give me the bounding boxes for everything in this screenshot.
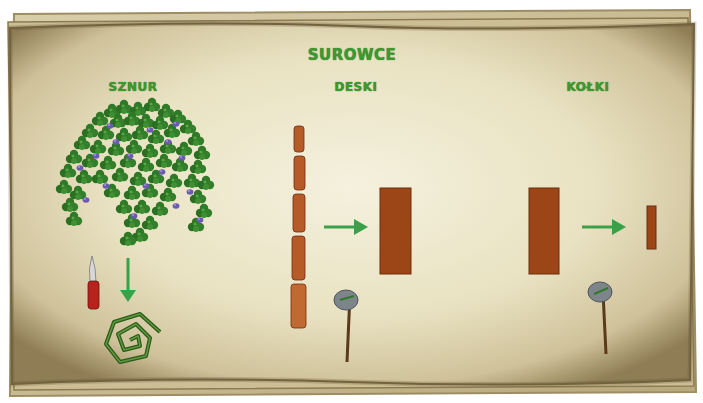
log	[291, 126, 306, 328]
diagram-title: SUROWCE	[308, 46, 397, 64]
grape-vine	[56, 98, 214, 246]
section-label: SZNUR	[109, 80, 158, 94]
rope-coil	[106, 314, 160, 362]
plank	[529, 188, 559, 274]
process-arrow	[582, 219, 626, 235]
process-arrow	[324, 219, 368, 235]
parchment	[8, 10, 696, 396]
stone-axe	[588, 282, 612, 354]
peg	[647, 206, 656, 249]
plank	[380, 188, 411, 274]
process-arrow	[120, 258, 136, 302]
stone-axe	[334, 290, 358, 362]
section-label: KOŁKI	[567, 80, 610, 94]
knife	[88, 256, 99, 309]
section-label: DESKI	[334, 80, 377, 94]
